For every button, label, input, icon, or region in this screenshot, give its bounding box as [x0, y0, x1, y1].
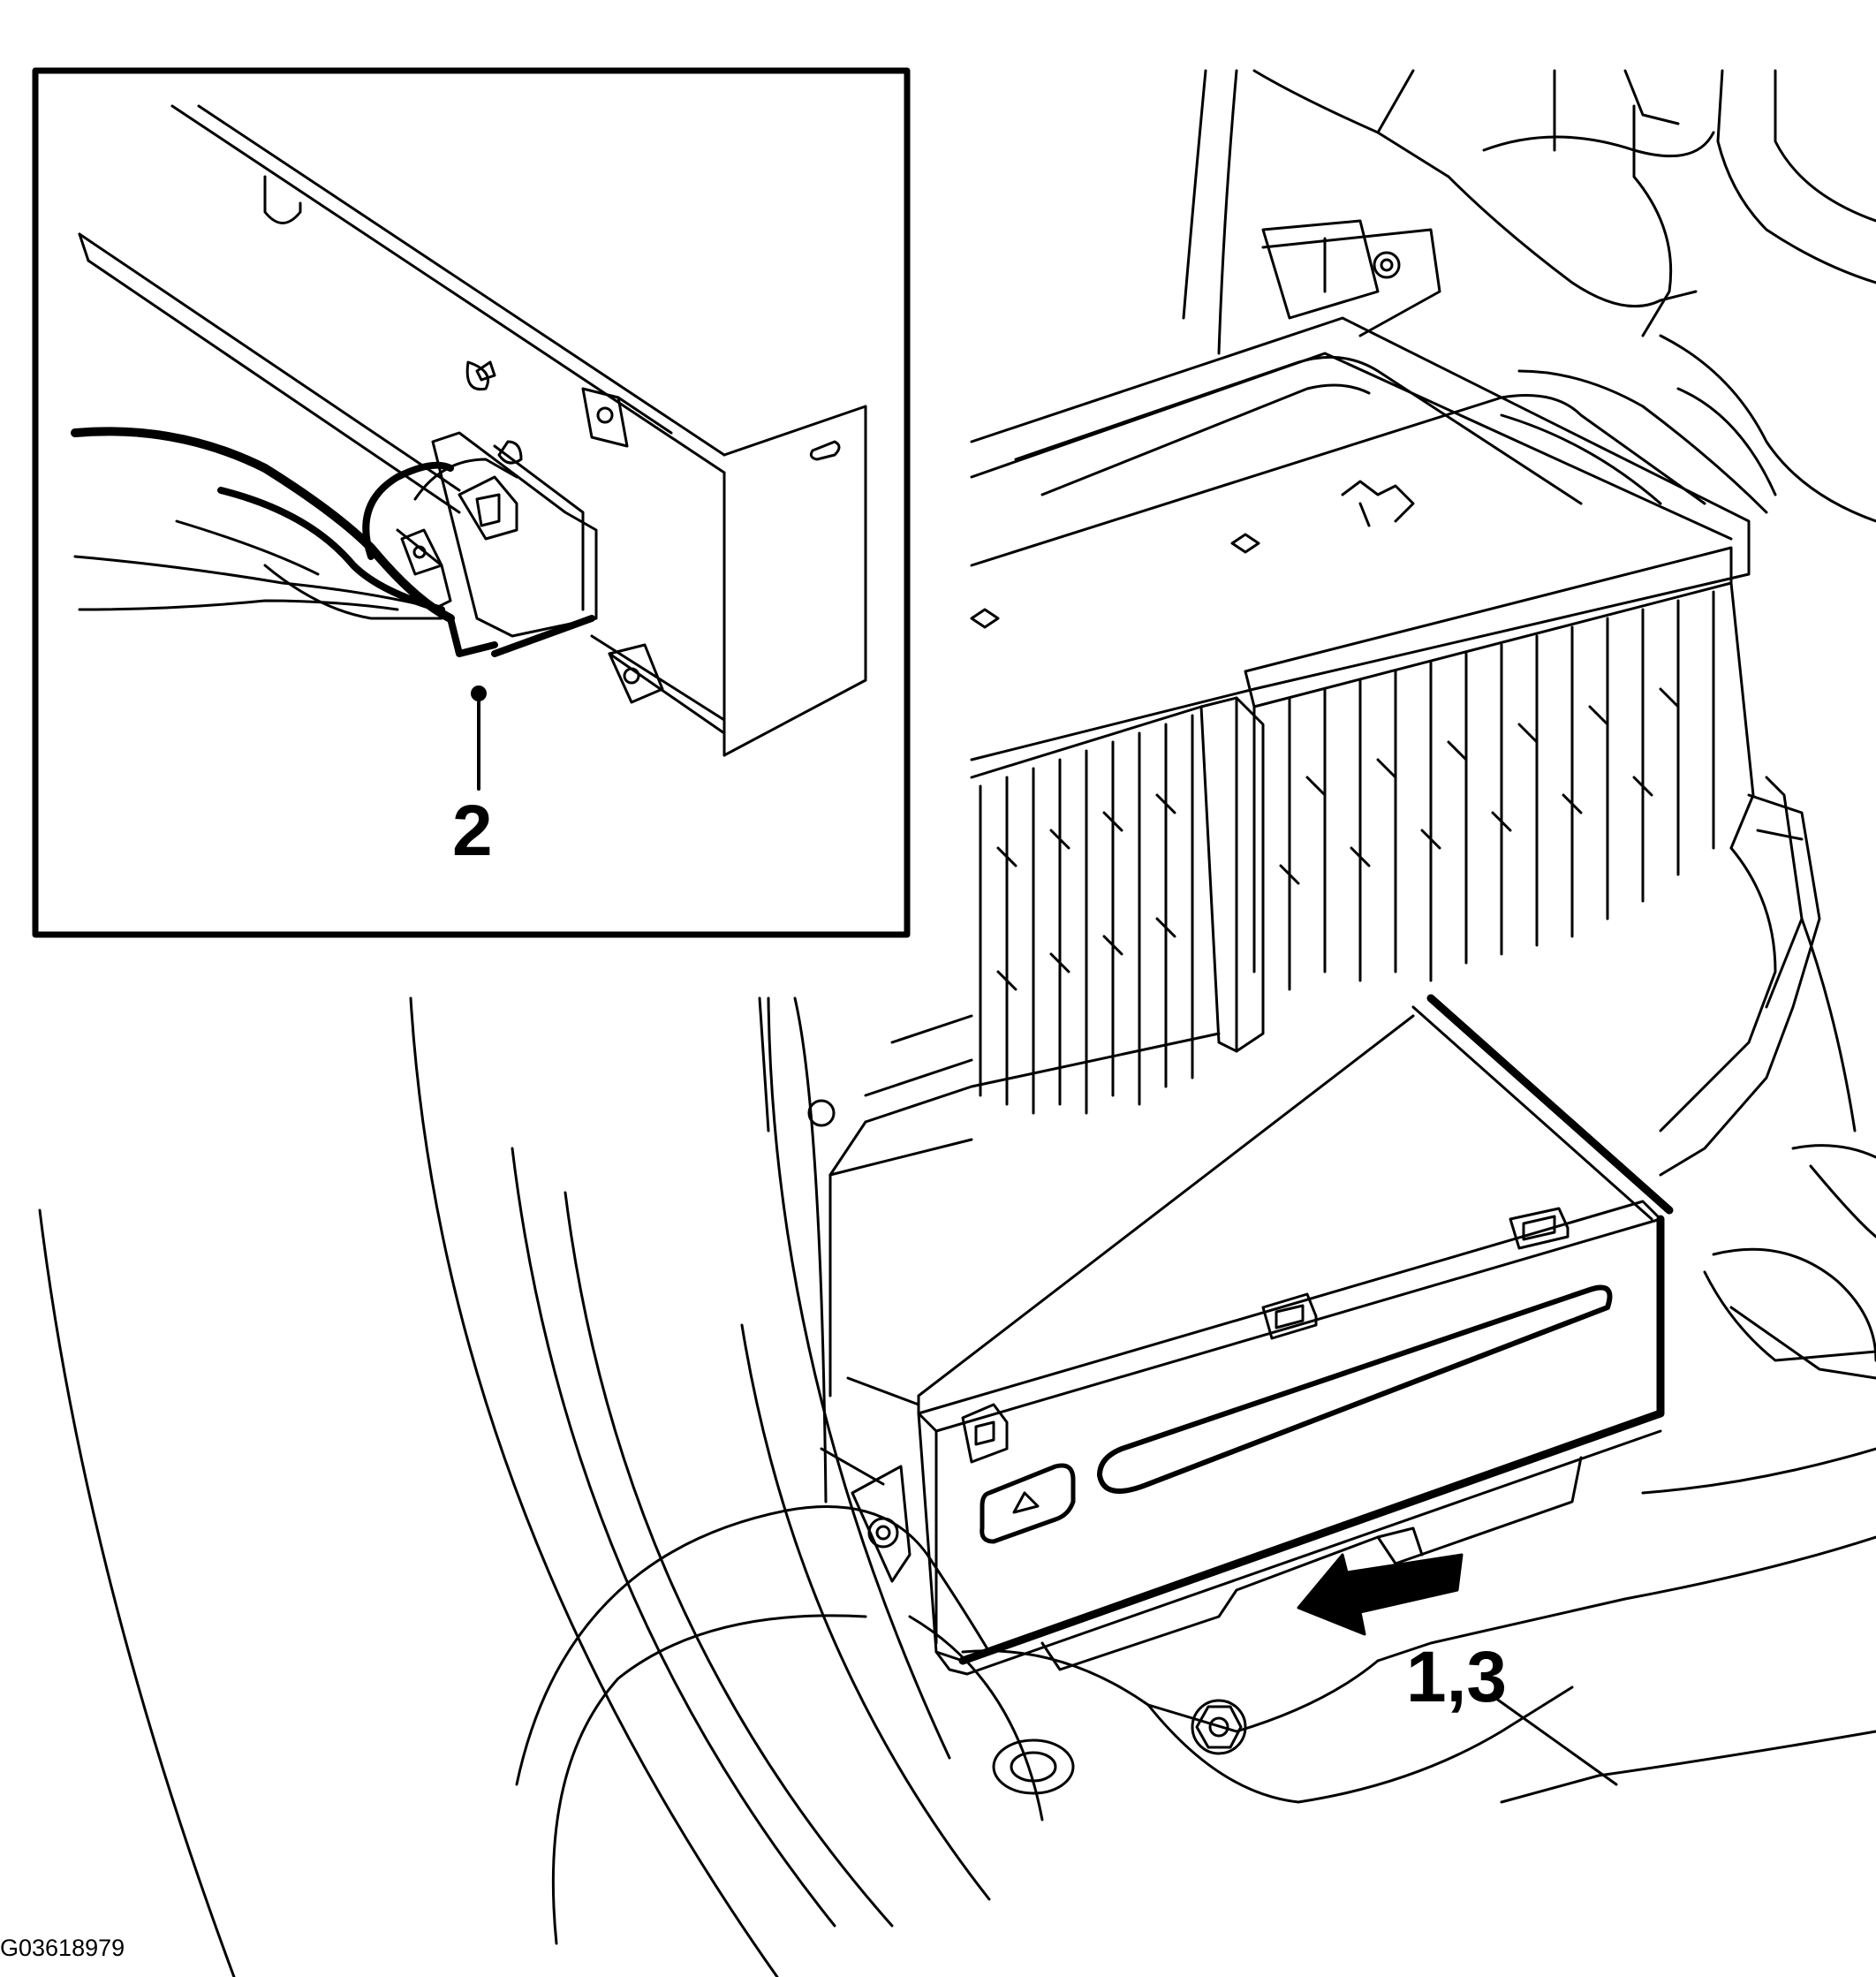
callout-label-2: 2 — [452, 791, 493, 871]
figure-id: G03618979 — [0, 1935, 125, 1961]
inset-detail — [32, 67, 911, 938]
background-structure — [38, 69, 1876, 1977]
arrow-indicator — [1297, 1553, 1464, 1636]
cd-mechanism — [917, 994, 1674, 1676]
heat-sink-fins-right — [1244, 546, 1755, 991]
heat-sink-fins-left — [864, 705, 1221, 1124]
radio-module-assembly — [828, 316, 1821, 1676]
callout-label-1-3: 1,3 — [1406, 1637, 1507, 1717]
